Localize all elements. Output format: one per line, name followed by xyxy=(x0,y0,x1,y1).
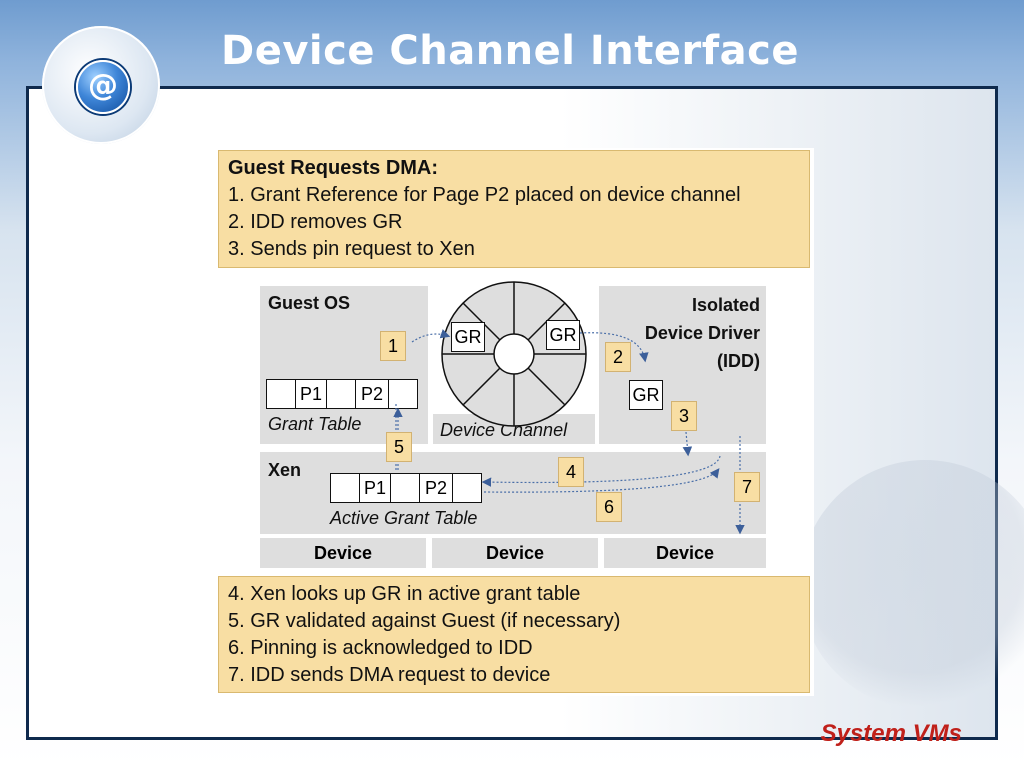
gr-right-label: GR xyxy=(546,320,580,350)
gr-left-label: GR xyxy=(451,322,485,352)
device-channel-label: Device Channel xyxy=(440,420,568,440)
gr-idd-label: GR xyxy=(629,380,663,410)
step-label: 1 xyxy=(380,331,406,361)
step-label: 3 xyxy=(671,401,697,431)
step-label: 2 xyxy=(605,342,631,372)
device-channel-wheel xyxy=(441,281,587,427)
idd-label-line: Device Driver xyxy=(644,323,760,343)
footer-label: System VMs xyxy=(820,720,962,747)
xen-label: Xen xyxy=(268,460,302,480)
bottom-note-item: 4. Xen looks up GR in active grant table xyxy=(228,583,581,605)
step-label: 6 xyxy=(596,492,622,522)
slide-title: Device Channel Interface xyxy=(221,28,799,74)
guest-os-box xyxy=(260,286,428,444)
top-note: Guest Requests DMA: 1. Grant Reference f… xyxy=(218,150,810,268)
grant-table-cell xyxy=(388,379,418,409)
active-grant-table-cell: P1 xyxy=(359,473,391,503)
watermark-at-icon xyxy=(800,460,1024,710)
idd-label-line: (IDD) xyxy=(717,351,760,371)
grant-table-cell: P1 xyxy=(295,379,327,409)
grant-table-cell: P2 xyxy=(355,379,389,409)
idd-label: Isolated Device Driver (IDD) xyxy=(602,291,760,375)
device-box: Device xyxy=(260,538,426,568)
step-label: 7 xyxy=(734,472,760,502)
bottom-note: 4. Xen looks up GR in active grant table… xyxy=(218,576,810,693)
idd-label-line: Isolated xyxy=(691,295,760,315)
device-box: Device xyxy=(432,538,598,568)
bottom-note-item: 6. Pinning is acknowledged to IDD xyxy=(228,637,533,659)
step-label: 4 xyxy=(558,457,584,487)
guest-os-label: Guest OS xyxy=(268,293,351,313)
bottom-note-item: 7. IDD sends DMA request to device xyxy=(228,664,551,686)
device-box: Device xyxy=(604,538,766,568)
top-note-item: 2. IDD removes GR xyxy=(228,211,403,233)
active-grant-table-cell xyxy=(452,473,482,503)
grant-table-label: Grant Table xyxy=(268,414,362,434)
active-grant-table-label: Active Grant Table xyxy=(330,508,478,528)
step-label: 5 xyxy=(386,432,412,462)
top-note-item: 1. Grant Reference for Page P2 placed on… xyxy=(228,184,741,206)
bottom-note-item: 5. GR validated against Guest (if necess… xyxy=(228,610,621,632)
top-note-heading: Guest Requests DMA: xyxy=(228,157,439,179)
top-note-item: 3. Sends pin request to Xen xyxy=(228,238,475,260)
at-sign-icon: @ xyxy=(76,60,130,114)
